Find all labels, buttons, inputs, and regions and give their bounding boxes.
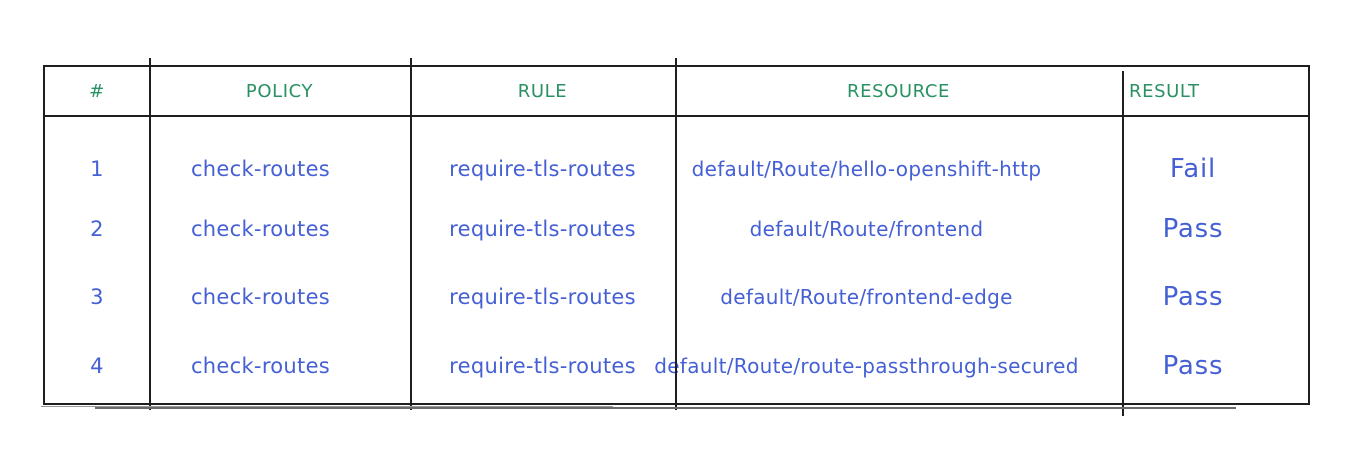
- cell-policy: check-routes: [190, 284, 331, 309]
- table-body: 1 check-routes require-tls-routes defaul…: [45, 117, 1308, 403]
- table-row: 2 check-routes require-tls-routes defaul…: [45, 189, 1308, 261]
- column-header-resource: RESOURCE: [846, 80, 950, 102]
- table-row: 3 check-routes require-tls-routes defaul…: [45, 260, 1308, 332]
- cell-rule: require-tls-routes: [449, 156, 636, 181]
- cell-row-number: 3: [90, 284, 104, 309]
- cell-result: Pass: [1162, 351, 1224, 382]
- sketchy-bottom-stroke-2: [41, 406, 614, 407]
- cell-row-number: 4: [90, 354, 104, 379]
- column-header-policy: POLICY: [245, 80, 314, 102]
- cell-result: Pass: [1162, 281, 1224, 312]
- cell-resource: default/Route/route-passthrough-secured: [654, 354, 1079, 379]
- cell-policy: check-routes: [190, 156, 331, 181]
- table-row: 1 check-routes require-tls-routes defaul…: [45, 117, 1308, 189]
- cell-rule: require-tls-routes: [449, 354, 636, 379]
- column-divider-1: [149, 58, 151, 410]
- cell-resource: default/Route/frontend: [749, 217, 984, 242]
- cell-row-number: 1: [90, 156, 104, 181]
- cell-rule: require-tls-routes: [449, 284, 636, 309]
- sketchy-bottom-stroke: [95, 407, 1236, 409]
- column-header-rule: RULE: [517, 80, 568, 102]
- column-divider-3: [675, 58, 677, 410]
- policy-results-table: # POLICY RULE RESOURCE RESULT 1 check-ro…: [41, 58, 1310, 416]
- cell-policy: check-routes: [190, 354, 331, 379]
- cell-result: Fail: [1169, 153, 1217, 184]
- column-divider-2: [410, 58, 412, 410]
- cell-result: Pass: [1162, 214, 1224, 245]
- table-row: 4 check-routes require-tls-routes defaul…: [45, 332, 1308, 404]
- column-header-number: #: [89, 80, 105, 102]
- cell-rule: require-tls-routes: [449, 217, 636, 242]
- cell-row-number: 2: [90, 217, 104, 242]
- table-header-row: # POLICY RULE RESOURCE RESULT: [45, 67, 1308, 115]
- cell-resource: default/Route/hello-openshift-http: [691, 156, 1042, 181]
- cell-policy: check-routes: [190, 217, 331, 242]
- cell-resource: default/Route/frontend-edge: [720, 284, 1013, 309]
- column-header-result: RESULT: [1129, 80, 1200, 102]
- column-divider-4: [1122, 71, 1124, 416]
